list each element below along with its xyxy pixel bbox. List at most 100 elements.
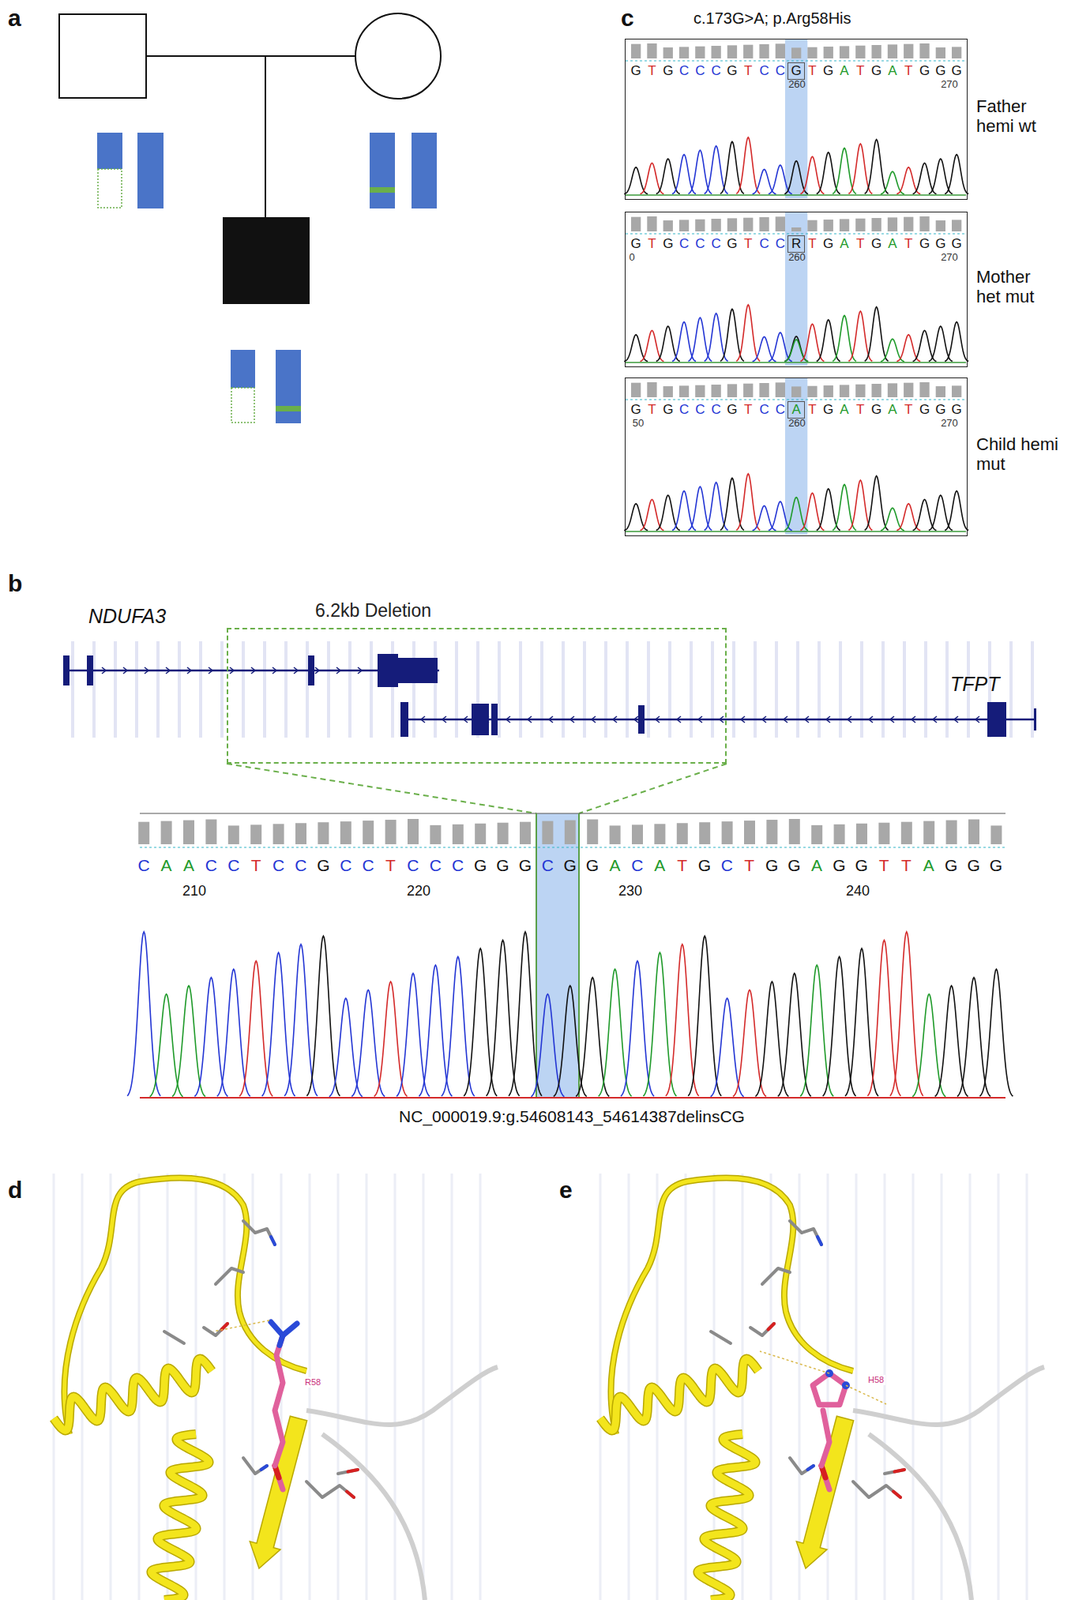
base-letter: C bbox=[755, 63, 772, 79]
base-position: 220 bbox=[406, 883, 431, 900]
grid-line bbox=[451, 1173, 454, 1600]
chromosome-arm bbox=[137, 132, 164, 209]
quality-bar bbox=[901, 822, 913, 845]
quality-bar bbox=[679, 385, 689, 398]
trace-peak bbox=[736, 304, 760, 361]
chromosome bbox=[275, 349, 301, 424]
quality-bar bbox=[951, 219, 962, 232]
quality-bar bbox=[872, 383, 882, 398]
grid-line bbox=[365, 1173, 369, 1600]
strand-chevron bbox=[548, 716, 553, 723]
chromosome bbox=[97, 132, 123, 208]
quality-bar bbox=[990, 825, 1002, 845]
chromatogram-panel: GTGCCCGTCCRTGATGATGGG0260270Mother het m… bbox=[624, 211, 968, 368]
grid-line bbox=[826, 1173, 830, 1600]
strand-chevron bbox=[847, 716, 852, 723]
base-letter: T bbox=[643, 236, 660, 252]
protein-structure bbox=[600, 1173, 1045, 1600]
quality-bar bbox=[951, 385, 962, 398]
exon bbox=[308, 655, 315, 686]
quality-bar bbox=[474, 823, 486, 845]
grid-line bbox=[668, 641, 672, 738]
base-letter: G bbox=[868, 402, 884, 418]
variant-highlight bbox=[785, 378, 808, 535]
dna-sequence: GTGCCCGTCCRTGATGATGGG bbox=[627, 236, 965, 252]
strand-chevron bbox=[336, 667, 341, 674]
side-chain-stick bbox=[215, 1268, 244, 1285]
strand-chevron bbox=[698, 716, 703, 723]
grid-line bbox=[945, 641, 949, 738]
quality-bar bbox=[903, 383, 914, 398]
quality-bar bbox=[541, 821, 553, 845]
base-letter: A bbox=[884, 402, 901, 418]
base-letter: C bbox=[424, 856, 447, 876]
base-letter: C bbox=[772, 402, 789, 418]
grid-line bbox=[251, 1173, 255, 1600]
quality-bar bbox=[497, 823, 509, 845]
grid-line bbox=[902, 641, 906, 738]
base-position: 270 bbox=[940, 251, 959, 264]
quality-bar bbox=[743, 218, 753, 232]
atom-tip bbox=[808, 1465, 815, 1470]
strand-chevron bbox=[932, 716, 937, 723]
exon bbox=[638, 705, 645, 734]
grid-line bbox=[199, 641, 203, 738]
alpha-helix bbox=[600, 1359, 759, 1432]
grid-line bbox=[798, 1173, 801, 1600]
quality-bar bbox=[759, 383, 769, 398]
grid-line bbox=[912, 1173, 915, 1600]
strand-chevron bbox=[123, 667, 128, 674]
strand-chevron bbox=[804, 716, 809, 723]
base-letter: A bbox=[884, 63, 901, 79]
quality-bar bbox=[919, 216, 929, 232]
base-letter: C bbox=[715, 856, 738, 876]
quality-bar bbox=[721, 821, 733, 845]
base-position: 0 bbox=[628, 251, 635, 264]
strand-chevron bbox=[612, 716, 617, 723]
base-letter: C bbox=[222, 856, 245, 876]
quality-bar bbox=[775, 382, 786, 398]
grid-line bbox=[422, 1173, 425, 1600]
grid-line bbox=[860, 641, 864, 738]
quality-bar bbox=[663, 220, 673, 232]
mutation-title: c.173G>A; p.Arg58His bbox=[693, 9, 852, 28]
strand-chevron bbox=[357, 667, 362, 674]
quality-bar bbox=[385, 819, 397, 845]
grid-line bbox=[177, 641, 181, 738]
quality-bar bbox=[839, 45, 850, 59]
side-chain-stick bbox=[274, 1335, 283, 1466]
base-letter: T bbox=[900, 63, 917, 79]
exon bbox=[86, 655, 94, 686]
quality-bar bbox=[946, 820, 958, 845]
quality-bar bbox=[654, 823, 666, 845]
panel-letter: b bbox=[7, 570, 23, 598]
base-letter: R bbox=[788, 236, 805, 252]
base-position: 270 bbox=[940, 417, 959, 430]
atom-tip bbox=[270, 1236, 275, 1245]
quality-bar bbox=[791, 47, 801, 59]
base-letter: G bbox=[724, 236, 741, 252]
quality-threshold bbox=[625, 399, 966, 401]
chromosome-arm bbox=[275, 349, 301, 424]
quality-bar bbox=[407, 819, 419, 845]
base-letter: C bbox=[357, 856, 380, 876]
base-letter: G bbox=[627, 63, 644, 79]
zoom-line bbox=[226, 763, 537, 814]
helix-edge bbox=[53, 1359, 212, 1432]
alpha-helix bbox=[53, 1359, 212, 1432]
quality-bar bbox=[362, 820, 374, 845]
sample-label: Father hemi wt bbox=[976, 96, 1059, 137]
helix-edge bbox=[600, 1359, 759, 1432]
chromosome-arm bbox=[411, 132, 437, 209]
base-letter: A bbox=[788, 402, 805, 418]
base-letter: G bbox=[984, 856, 1008, 876]
base-letter: C bbox=[132, 856, 155, 876]
quality-bar bbox=[807, 220, 817, 232]
quality-bar bbox=[823, 46, 834, 59]
grid-line bbox=[627, 1173, 631, 1600]
base-letter: G bbox=[820, 402, 837, 418]
chromosome-arm bbox=[97, 132, 123, 170]
quality-bar bbox=[564, 820, 576, 845]
quality-bar bbox=[823, 219, 834, 232]
